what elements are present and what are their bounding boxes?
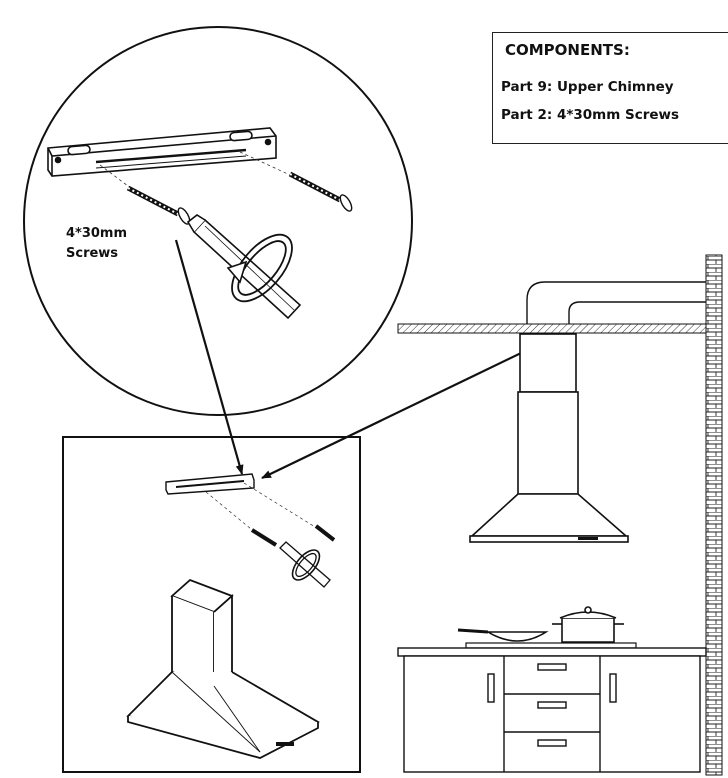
detail-magnifier-circle <box>23 26 413 416</box>
chimney-hood <box>469 333 629 543</box>
screw-right-detail <box>288 171 353 212</box>
ceiling-slab <box>397 323 707 334</box>
component-item-upper-chimney: Part 9: Upper Chimney <box>501 79 674 95</box>
components-box: COMPONENTS: Part 9: Upper Chimney Part 2… <box>492 32 728 144</box>
rotation-arrow-icon <box>226 233 293 303</box>
callout-arrow-to-bracket <box>174 239 244 475</box>
frying-pan <box>457 628 549 642</box>
screw-callout-label: 4*30mm Screws <box>66 224 127 264</box>
brick-wall <box>705 254 723 776</box>
screw-label-size: 4*30mm <box>66 226 128 241</box>
component-item-screws: Part 2: 4*30mm Screws <box>501 107 680 123</box>
countertop <box>397 647 707 657</box>
hood-perspective <box>126 578 320 759</box>
screwdriver-small-icon <box>279 541 331 588</box>
callout-arrow-from-ceiling <box>261 339 549 479</box>
cooking-pot <box>552 606 624 643</box>
mounting-bracket-detail <box>47 127 277 177</box>
detail-frame-box <box>62 436 361 773</box>
screwdriver-icon <box>186 214 302 320</box>
kitchen-cabinets <box>403 655 701 773</box>
mounting-bracket-small <box>165 473 255 495</box>
components-title: COMPONENTS: <box>505 41 630 59</box>
screw-left-detail <box>126 185 191 225</box>
screw-label-name: Screws <box>66 246 119 261</box>
kitchen-scene <box>397 254 723 776</box>
